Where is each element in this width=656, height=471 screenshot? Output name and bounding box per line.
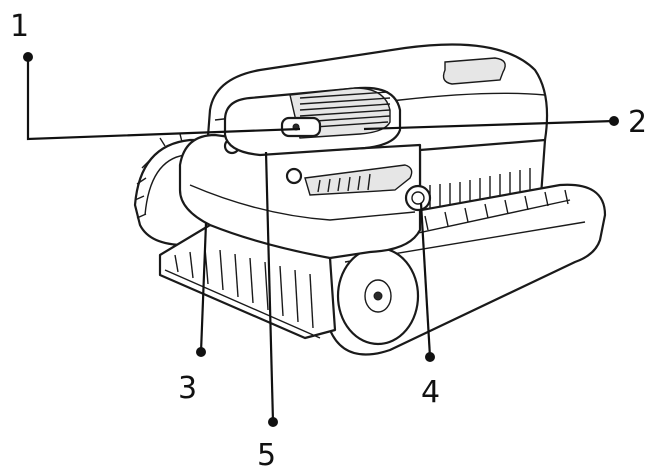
callout-label-5: 5 — [257, 438, 276, 471]
side-port — [404, 184, 432, 212]
callout-label-3: 3 — [178, 371, 197, 406]
callout-line-1 — [26, 57, 301, 141]
front-sensor-right — [285, 167, 303, 185]
callout-label-2: 2 — [628, 105, 647, 140]
callout-5: 5 — [257, 151, 278, 471]
callout-line-2 — [363, 119, 615, 131]
callout-3: 3 — [178, 222, 208, 406]
callout-line-5 — [264, 151, 275, 423]
robot-illustration — [133, 43, 607, 356]
callout-label-1: 1 — [10, 9, 29, 44]
power-button — [280, 116, 322, 138]
intake-fins — [174, 247, 314, 329]
front-housing — [178, 133, 422, 260]
callout-2: 2 — [363, 105, 647, 140]
callout-4: 4 — [419, 202, 440, 410]
front-light-strip — [304, 164, 413, 196]
callout-line-3 — [199, 222, 208, 353]
callout-line-4 — [419, 202, 432, 358]
lid-handle-slot — [442, 57, 506, 85]
callout-label-4: 4 — [421, 375, 440, 410]
callout-1: 1 — [10, 9, 301, 141]
